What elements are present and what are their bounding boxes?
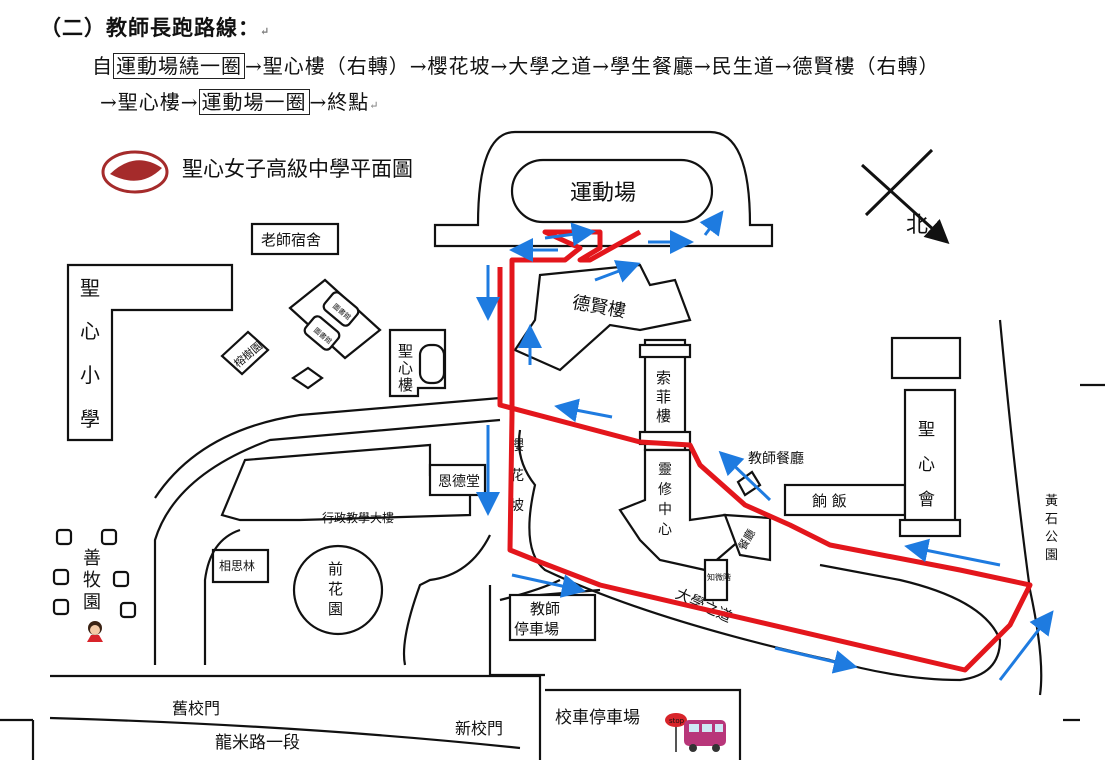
primary-school-char-1: 聖 [80,276,100,300]
section-heading: （二）教師長跑路線：↵ [40,15,271,40]
bus-stop-icon: stop [665,713,726,752]
grove [220,330,270,376]
shepherd-garden [52,528,137,619]
spiritual-char-2: 修 [658,482,672,498]
xiangsi-grove [211,548,270,584]
shengxin-building-annex [418,343,446,385]
teacher-parking [508,593,597,642]
cherry-slope-char-3: 坡 [510,498,524,514]
yellow-stone-char-4: 園 [1045,548,1058,563]
yellow-stone-char-2: 石 [1045,512,1058,527]
knowledge-steps-label: 知微階 [707,572,731,582]
girl-icon [87,621,103,642]
xiangsi-label: 相思林 [219,559,255,573]
route-boxed-playground-loop: 運動場繞一圈 [113,53,245,79]
meal-corridor [783,483,907,517]
shengxin-hall-char-3: 會 [918,490,935,510]
shengxin-char-1: 聖 [398,342,413,360]
shengxin-hall-char-2: 心 [918,455,935,475]
teacher-parking-line-2: 停車場 [514,620,559,638]
sofia-char-3: 樓 [656,407,671,425]
spiritual-center [618,448,742,572]
campus-map: 聖心女子高級中學平面圖 北 運動場 老師宿舍 聖 心 小 學 圖書館 圖書館 榕… [0,130,1105,760]
playground-label: 運動場 [570,181,636,206]
running-route [497,229,1033,673]
admin-label: 行政教學大樓 [322,510,394,525]
sofia-char-2: 菲 [656,388,671,406]
teacher-canteen-label: 教師餐廳 [748,450,804,467]
stop-sign-label: stop [669,717,685,725]
dorm-cluster: 圖書館 圖書館 [288,278,382,390]
route-description-line-1: 自運動場繞一圈→聖心樓（右轉）→櫻花坡→大學之道→學生餐廳→民生道→德賢樓（右轉… [92,53,940,79]
primary-school-char-3: 小 [80,363,100,387]
spiritual-char-1: 靈 [658,462,672,478]
front-garden-char-1: 前 [328,560,343,578]
compass-icon [860,148,950,245]
spiritual-char-3: 中 [658,502,672,518]
shengxin-char-3: 樓 [398,376,413,394]
primary-school-char-4: 學 [80,407,100,431]
admin-building [220,443,472,522]
old-gate-label: 舊校門 [172,699,220,718]
school-logo [101,150,169,194]
yellow-stone-edge [998,319,1043,696]
knowledge-steps [703,558,729,602]
compass-north-label: 北 [906,213,928,238]
front-garden-char-3: 園 [328,600,343,618]
shepherd-char-2: 牧 [83,570,101,591]
teacher-canteen [736,470,762,497]
en-hall [428,463,487,497]
shengxin-hall-char-1: 聖 [918,420,935,440]
page-corner-left [0,718,35,760]
new-gate-label: 新校門 [455,719,503,738]
teacher-dorm-label: 老師宿舍 [261,231,321,249]
route-direction-arrows [476,210,1054,681]
playground-track [510,158,714,224]
bus-parking-label: 校車停車場 [555,708,640,728]
front-garden-char-2: 花 [328,580,343,598]
shepherd-char-3: 園 [83,592,101,613]
teacher-dorm [250,222,340,256]
bottom-road-edge [50,674,542,760]
shengxin-hall [903,388,957,532]
road-north-edge [154,396,501,499]
shengxin-char-2: 心 [398,359,413,377]
road-name-label: 龍米路一段 [215,733,300,753]
sofia-char-1: 索 [656,369,671,387]
spiritual-char-4: 心 [658,522,672,538]
route-boxed-playground-lap: 運動場一圈 [198,89,310,115]
bottom-road-inner [49,716,521,750]
bus-parking-frame [545,688,742,760]
shepherd-char-1: 善 [83,548,101,569]
teacher-parking-line-1: 教師 [530,600,560,618]
road-garden-east-edge [402,534,491,666]
meal-label: 餉 飯 [812,492,847,510]
primary-school-char-2: 心 [80,319,100,343]
road-garden-edge [203,528,241,665]
road-inner-edge [153,418,501,665]
map-title: 聖心女子高級中學平面圖 [182,157,413,181]
en-hall-label: 恩德堂 [438,474,480,490]
route-description-line-2: →聖心樓→運動場一圈→終點↵ [100,89,380,115]
front-garden [292,544,384,636]
student-canteen [723,513,772,562]
yellow-stone-char-1: 黃 [1045,494,1058,509]
road-parking-link [499,579,561,602]
yellow-stone-char-3: 公 [1045,530,1058,545]
primary-school [66,263,234,442]
